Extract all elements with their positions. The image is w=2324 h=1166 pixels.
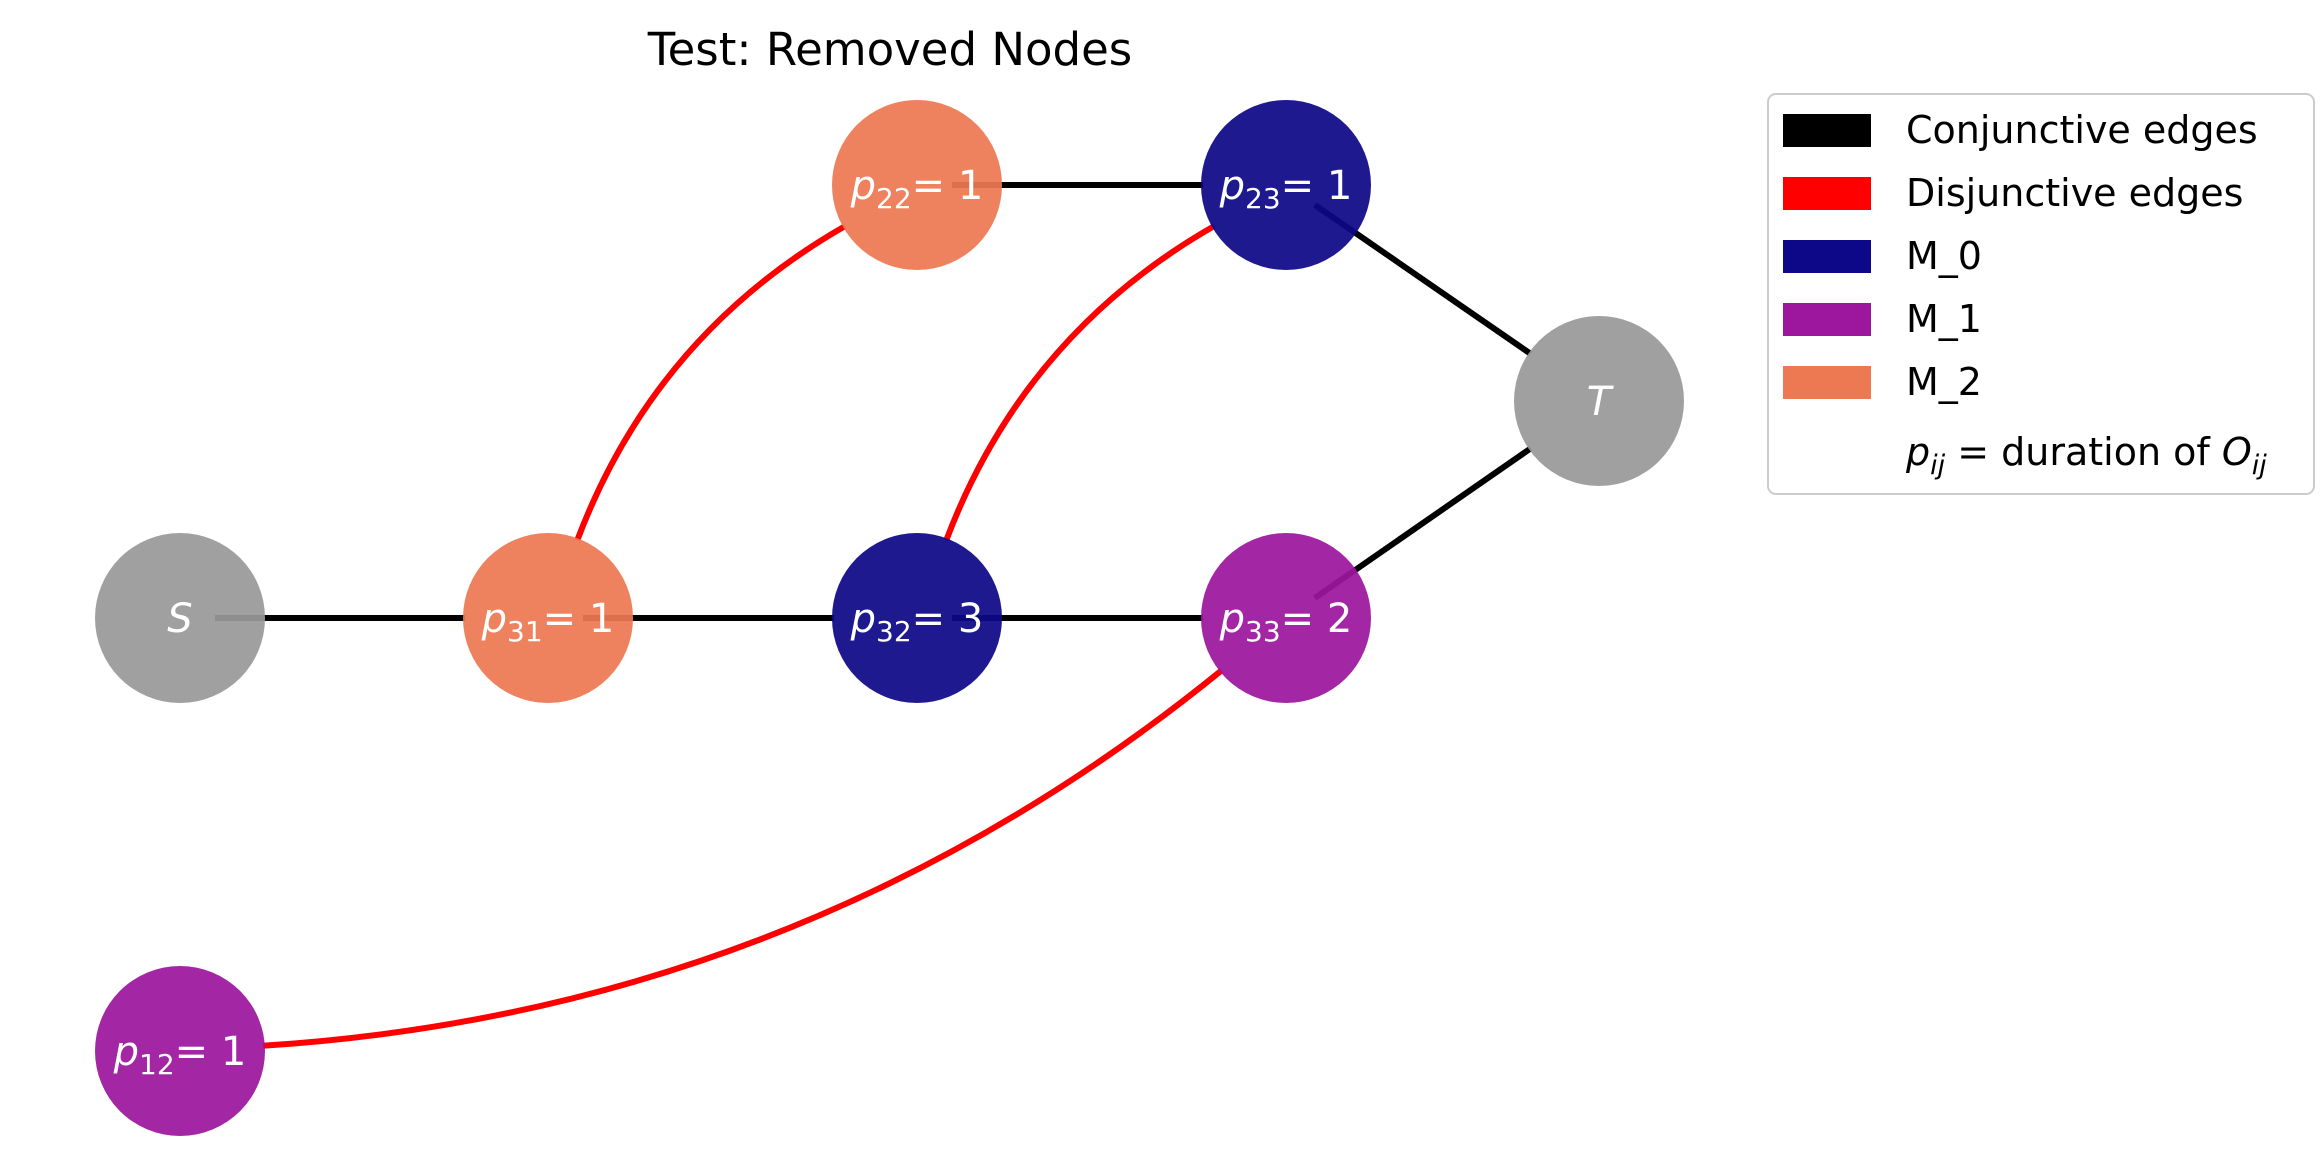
legend-swatch-0 [1783, 114, 1871, 147]
legend-label-1: Disjunctive edges [1906, 171, 2243, 215]
node-label-subscript: 31 [507, 615, 543, 648]
node-label-value: = 2 [1281, 596, 1353, 642]
legend-swatch-1 [1783, 177, 1871, 210]
disjunctive-edge-p12-p33 [262, 668, 1224, 1049]
node-p31: p31= 1 [463, 533, 633, 703]
node-label-symbol: p [113, 1029, 139, 1075]
node-p33: p33= 2 [1201, 533, 1371, 703]
node-circle-p32 [832, 533, 1002, 703]
node-circle-p33 [1201, 533, 1371, 703]
node-label-p12: p12= 1 [113, 1029, 247, 1081]
node-label-value: = 1 [912, 163, 984, 209]
node-circle-p23 [1201, 100, 1371, 270]
node-label-subscript: 22 [876, 182, 912, 215]
node-label-value: = 1 [543, 596, 615, 642]
node-label-symbol: T [1587, 379, 1615, 425]
node-label-p23: p23= 1 [1219, 163, 1353, 215]
graph-title: Test: Removed Nodes [647, 23, 1132, 76]
disjunctive-edge-p31-p22 [574, 223, 847, 542]
legend-frame [1767, 93, 2315, 495]
legend-label-0: Conjunctive edges [1906, 108, 2258, 152]
node-label-p22: p22= 1 [850, 163, 984, 215]
node-label-subscript: 12 [139, 1048, 175, 1081]
legend-swatch-2 [1783, 240, 1871, 273]
legend-swatch-4 [1783, 366, 1871, 399]
node-label-p31: p31= 1 [481, 596, 615, 648]
node-p32: p32= 3 [832, 533, 1002, 703]
legend-label-3: M_1 [1906, 297, 1982, 341]
legend-note-p: p [1905, 430, 1930, 474]
node-label-T: T [1587, 379, 1615, 425]
node-label-value: = 1 [175, 1029, 247, 1075]
node-label-symbol: p [481, 596, 507, 642]
node-circle-T [1514, 316, 1684, 486]
node-p22: p22= 1 [832, 100, 1002, 270]
node-label-value: = 1 [1281, 163, 1353, 209]
disjunctive-edge-p32-p23 [943, 223, 1216, 542]
node-label-symbol: p [1219, 163, 1245, 209]
node-label-subscript: 23 [1245, 182, 1281, 215]
node-label-symbol: p [1219, 596, 1245, 642]
node-circle-p31 [463, 533, 633, 703]
node-label-value: = 3 [912, 596, 984, 642]
node-label-symbol: S [167, 596, 192, 642]
node-label-p33: p33= 2 [1219, 596, 1353, 648]
node-label-symbol: p [850, 163, 876, 209]
legend-label-4: M_2 [1906, 360, 1982, 404]
node-S: S [95, 533, 265, 703]
legend-note-o-sub: ij [2252, 450, 2268, 481]
legend-note-text: = duration of [1945, 430, 2222, 474]
node-p23: p23= 1 [1201, 100, 1371, 270]
node-label-symbol: p [850, 596, 876, 642]
node-label-subscript: 32 [876, 615, 912, 648]
node-circle-p22 [832, 100, 1002, 270]
legend-label-2: M_0 [1906, 234, 1982, 278]
legend-note-p-sub: ij [1930, 450, 1946, 481]
node-circle-S [95, 533, 265, 703]
legend-note: pij = duration of Oij [1905, 430, 2267, 481]
node-p12: p12= 1 [95, 966, 265, 1136]
legend-swatch-3 [1783, 303, 1871, 336]
node-circle-p12 [95, 966, 265, 1136]
legend-note-o: O [2222, 430, 2252, 474]
node-T: T [1514, 316, 1684, 486]
node-label-p32: p32= 3 [850, 596, 984, 648]
node-label-S: S [167, 596, 192, 642]
node-label-subscript: 33 [1245, 615, 1281, 648]
